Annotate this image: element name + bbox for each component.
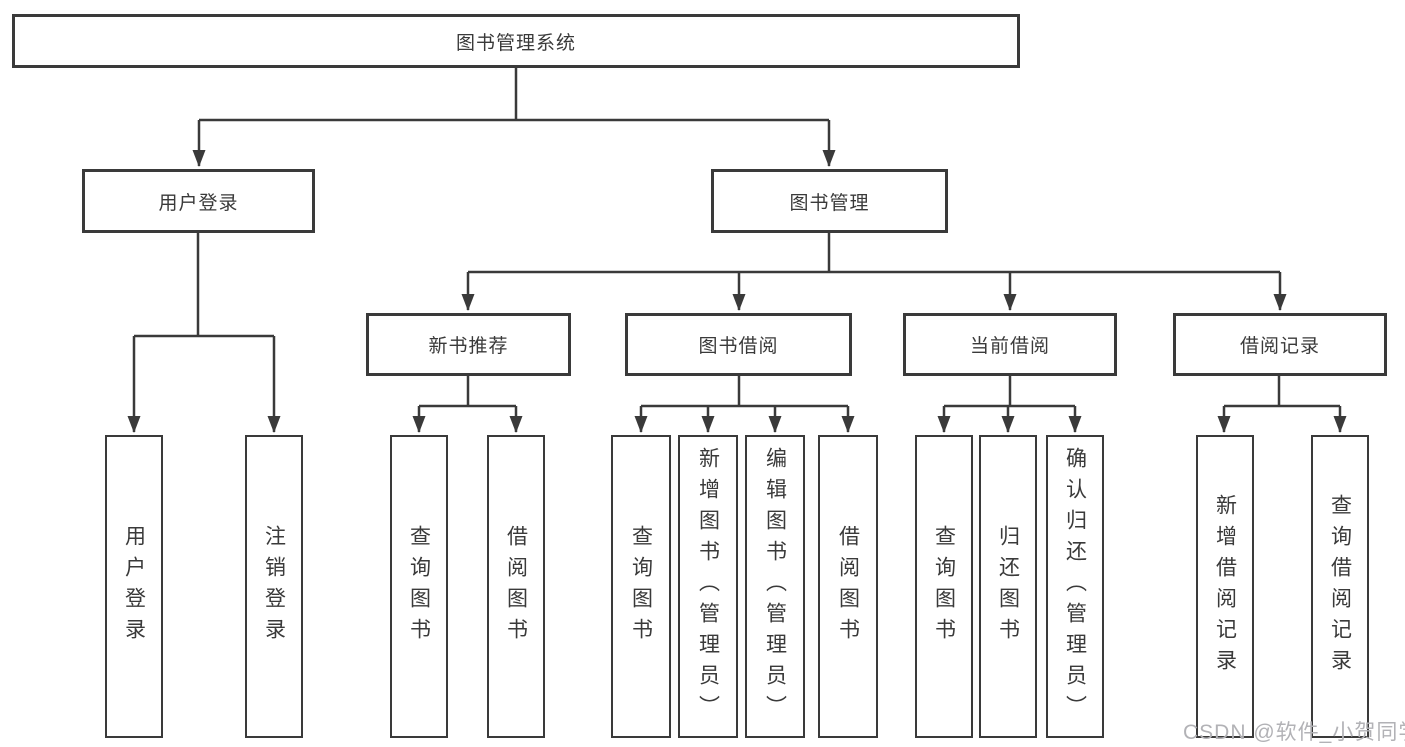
node-bb-edit-books-admin: 编辑图书（管理员）	[745, 435, 805, 738]
node-rec-borrow-books: 借阅图书	[487, 435, 545, 738]
node-label: 新书推荐	[428, 336, 509, 357]
node-cb-confirm-return-admin: 确认归还（管理员）	[1046, 435, 1104, 738]
node-label: 查询图书	[629, 524, 653, 649]
node-label: 新增图书（管理员）	[696, 447, 720, 726]
node-label: 查询图书	[407, 524, 431, 649]
node-bb-query-books: 查询图书	[611, 435, 671, 738]
node-label: 用户登录	[158, 192, 239, 214]
node-label: 查询图书	[932, 524, 956, 649]
node-label: 图书管理系统	[455, 32, 576, 54]
node-br-query-record: 查询借阅记录	[1311, 435, 1369, 738]
node-book-borrowing: 图书借阅	[625, 313, 852, 376]
node-label: 当前借阅	[969, 336, 1050, 357]
node-label: 编辑图书（管理员）	[763, 447, 787, 726]
node-book-management: 图书管理	[711, 169, 948, 233]
node-label: 图书管理	[789, 192, 870, 214]
node-label: 借阅记录	[1239, 336, 1320, 357]
node-label: 借阅图书	[504, 524, 528, 649]
node-label: 图书借阅	[698, 336, 779, 357]
node-rec-query-books: 查询图书	[390, 435, 448, 738]
node-borrowing-records: 借阅记录	[1173, 313, 1387, 376]
node-user-login: 用户登录	[105, 435, 163, 738]
node-bb-add-books-admin: 新增图书（管理员）	[678, 435, 738, 738]
node-current-borrowing: 当前借阅	[903, 313, 1117, 376]
node-library-management-system: 图书管理系统	[12, 14, 1020, 68]
node-cb-query-books: 查询图书	[915, 435, 973, 738]
node-new-book-recommendation: 新书推荐	[366, 313, 571, 376]
node-logout-login: 注销登录	[245, 435, 303, 738]
csdn-watermark: CSDN @软件_小贺同学	[1183, 721, 1405, 744]
node-label: 注销登录	[262, 524, 286, 649]
node-label: 用户登录	[122, 524, 146, 649]
node-label: 确认归还（管理员）	[1063, 447, 1087, 726]
node-br-add-record: 新增借阅记录	[1196, 435, 1254, 738]
node-cb-return-books: 归还图书	[979, 435, 1037, 738]
node-label: 借阅图书	[836, 524, 860, 649]
node-user-login-group: 用户登录	[82, 169, 315, 233]
node-label: 查询借阅记录	[1328, 493, 1352, 680]
node-label: 新增借阅记录	[1213, 493, 1237, 680]
node-bb-borrow-books: 借阅图书	[818, 435, 878, 738]
node-label: 归还图书	[996, 524, 1020, 649]
